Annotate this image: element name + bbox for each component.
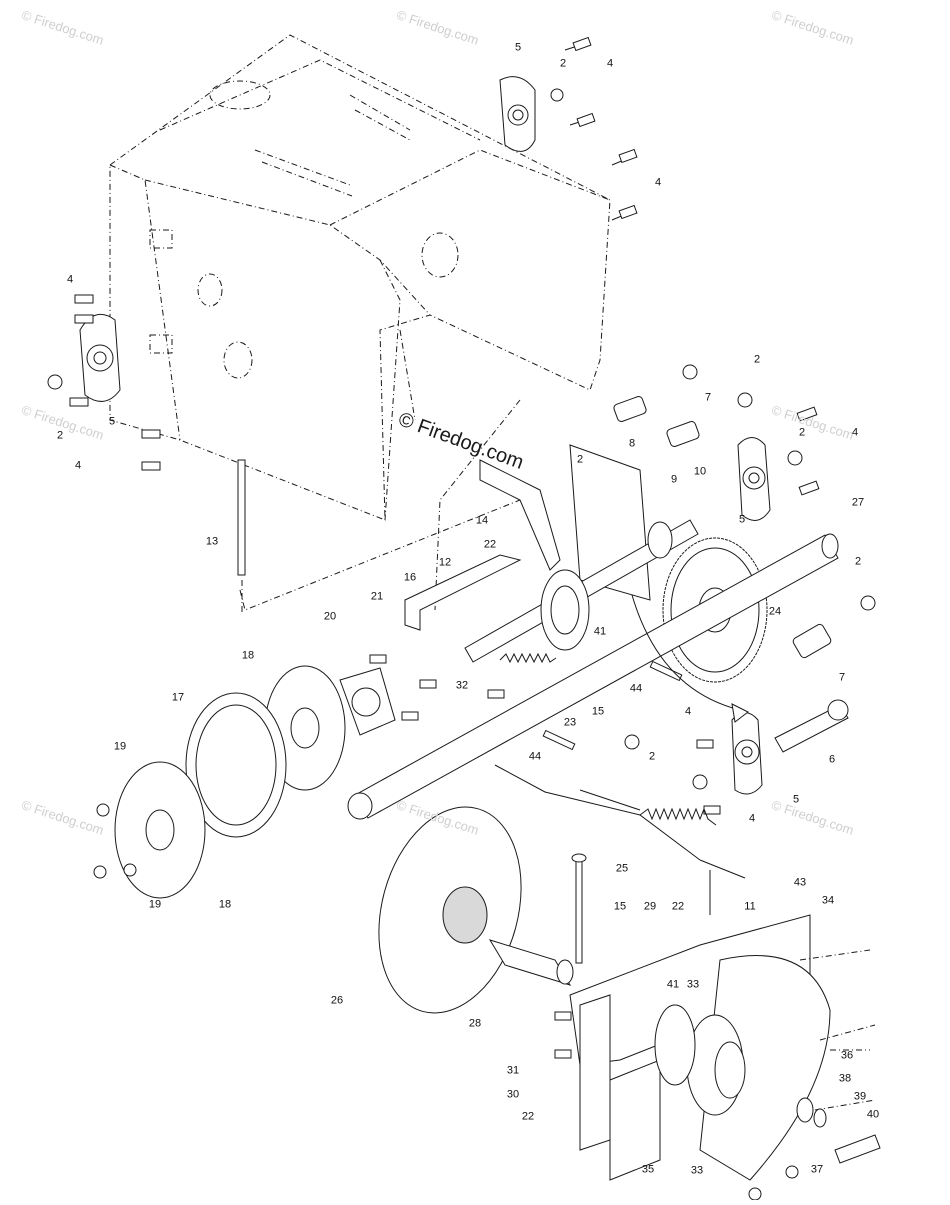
callout-27: 27 [851, 496, 865, 509]
friction-discs [114, 665, 346, 899]
callout-32: 32 [455, 679, 469, 692]
callout-15: 15 [591, 705, 605, 718]
callout-18: 18 [218, 898, 232, 911]
callout-16: 16 [403, 571, 417, 584]
callout-2: 2 [576, 453, 584, 466]
callout-19: 19 [148, 898, 162, 911]
callout-4: 4 [748, 812, 756, 825]
callout-22: 22 [483, 538, 497, 551]
callout-2: 2 [559, 57, 567, 70]
callout-2: 2 [798, 426, 806, 439]
cable-and-spring [494, 764, 746, 915]
callout-25: 25 [615, 862, 629, 875]
callout-10: 10 [693, 465, 707, 478]
bearing-flange-lower [624, 595, 876, 815]
callout-26: 26 [330, 994, 344, 1007]
shaft-13 [237, 459, 246, 615]
callout-7: 7 [704, 391, 712, 404]
callout-31: 31 [506, 1064, 520, 1077]
arrow-curve [631, 594, 741, 711]
callout-28: 28 [468, 1017, 482, 1030]
callout-2: 2 [648, 750, 656, 763]
callout-2: 2 [753, 353, 761, 366]
callout-34: 34 [821, 894, 835, 907]
auger-housing-outline [109, 34, 611, 611]
callout-19: 19 [113, 740, 127, 753]
callout-2: 2 [854, 555, 862, 568]
callout-2: 2 [56, 429, 64, 442]
callout-40: 40 [866, 1108, 880, 1121]
callout-4: 4 [684, 705, 692, 718]
callout-36: 36 [840, 1049, 854, 1062]
callout-22: 22 [521, 1110, 535, 1123]
gearbox-34 [569, 914, 876, 1181]
callout-33: 33 [690, 1164, 704, 1177]
arrow-head [731, 703, 749, 723]
callout-11: 11 [744, 900, 756, 913]
callout-13: 13 [205, 535, 219, 548]
impeller-26 [378, 806, 574, 1014]
callout-4: 4 [66, 273, 74, 286]
callout-41: 41 [666, 978, 680, 991]
callout-5: 5 [108, 415, 116, 428]
callout-39: 39 [853, 1090, 867, 1103]
callout-4: 4 [74, 459, 82, 472]
bearing-15 [540, 569, 590, 651]
callout-35: 35 [641, 1163, 655, 1176]
nuts-19 [93, 803, 137, 879]
callout-4: 4 [851, 426, 859, 439]
bearing-flange-right [613, 364, 820, 521]
callout-41: 41 [593, 625, 607, 638]
bracket-16 [404, 554, 522, 631]
callout-4: 4 [606, 57, 614, 70]
callout-17: 17 [171, 691, 185, 704]
callout-23: 23 [563, 716, 577, 729]
callout-5: 5 [738, 513, 746, 526]
callout-9: 9 [670, 473, 678, 486]
callout-30: 30 [506, 1088, 520, 1101]
callout-7: 7 [838, 671, 846, 684]
callout-38: 38 [838, 1072, 852, 1085]
callout-12: 12 [438, 556, 452, 569]
callout-24: 24 [768, 605, 782, 618]
pins [487, 660, 683, 751]
callout-5: 5 [792, 793, 800, 806]
callout-4: 4 [654, 176, 662, 189]
callout-43: 43 [793, 876, 807, 889]
callout-8: 8 [628, 437, 636, 450]
callout-6: 6 [828, 753, 836, 766]
callout-22: 22 [671, 900, 685, 913]
callout-44: 44 [528, 750, 542, 763]
callout-14: 14 [475, 514, 489, 527]
washer-bolt-36-40 [554, 1011, 881, 1201]
callout-5: 5 [514, 41, 522, 54]
callout-20: 20 [323, 610, 337, 623]
pin-25 [571, 853, 587, 964]
shaft-27 [347, 533, 839, 820]
bearing-flange-top [499, 36, 638, 221]
spring-23 [499, 652, 557, 664]
callout-44: 44 [629, 682, 643, 695]
callout-15: 15 [613, 900, 627, 913]
bearing-flange-left [47, 294, 161, 471]
callout-37: 37 [810, 1163, 824, 1176]
callout-21: 21 [370, 590, 384, 603]
callout-29: 29 [643, 900, 657, 913]
flange-20 [339, 654, 437, 736]
callout-33: 33 [686, 978, 700, 991]
callout-18: 18 [241, 649, 255, 662]
